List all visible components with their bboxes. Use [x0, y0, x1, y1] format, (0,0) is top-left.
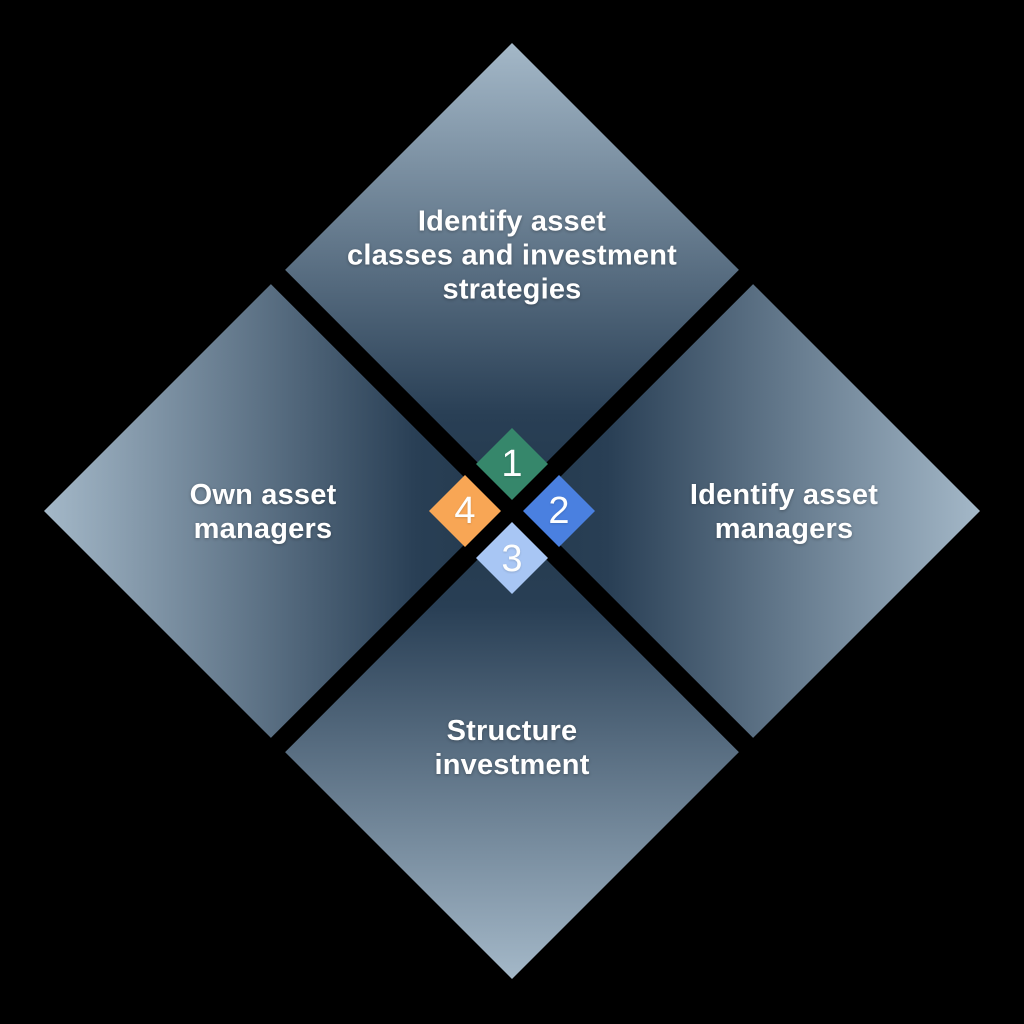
quadrant-top-shape: [285, 43, 739, 497]
step-1-diamond: [476, 428, 548, 500]
step-2-diamond: [523, 475, 595, 547]
quadrant-right-shape: [526, 284, 980, 738]
step-4-diamond: [429, 475, 501, 547]
step-3-diamond: [476, 522, 548, 594]
quadrant-left-shape: [44, 284, 498, 738]
quadrant-bottom-shape: [285, 525, 739, 979]
